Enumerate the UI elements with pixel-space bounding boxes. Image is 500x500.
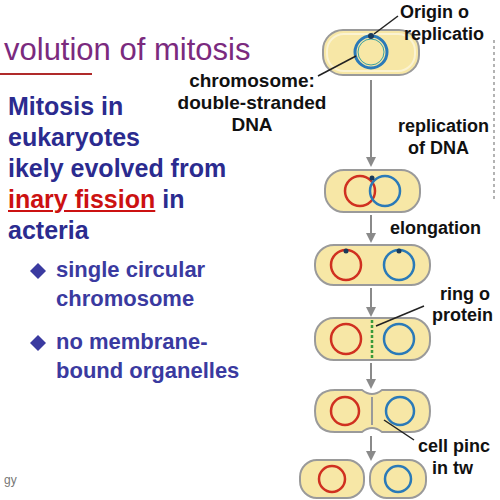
sub-bullet-text: chromosome — [56, 286, 194, 311]
footer-text: gy — [4, 474, 17, 488]
leader-line — [376, 306, 424, 326]
bullet-text: in — [162, 185, 184, 214]
bullet-diamond — [30, 263, 46, 279]
leader-line — [318, 56, 356, 76]
cell — [325, 170, 420, 212]
part-label: replicatio — [404, 24, 484, 45]
step-label: of DNA — [408, 138, 469, 159]
dotted-bracket — [493, 40, 495, 200]
step-arrow — [370, 363, 372, 384]
step-arrow — [370, 215, 372, 238]
part-label: chromosome: — [189, 70, 315, 92]
sub-bullet-text: bound organelles — [56, 358, 239, 383]
bullet-diamond — [30, 335, 46, 351]
step-label: in tw — [432, 458, 473, 479]
cell — [315, 245, 430, 285]
cell — [300, 460, 426, 498]
bullet-text: acteria — [8, 216, 89, 245]
bullet-text: Mitosis in — [8, 92, 123, 121]
step-arrow — [370, 288, 372, 312]
part-label: DNA — [231, 114, 272, 136]
part-label: ring o — [440, 284, 490, 305]
slide-title: volution of mitosis — [4, 32, 250, 68]
bullet-text: ikely evolved from — [8, 154, 226, 183]
cell — [315, 318, 430, 360]
step-arrow — [370, 80, 372, 162]
part-label: Origin o — [400, 2, 469, 23]
step-arrow — [370, 436, 372, 456]
key-term: inary fission — [8, 185, 155, 214]
step-label: replication — [398, 116, 489, 137]
sub-bullet-text: single circular — [56, 257, 205, 282]
leader-line — [384, 420, 414, 440]
part-label: double-stranded — [178, 92, 327, 114]
title-underline — [0, 73, 92, 75]
step-label: elongation — [390, 218, 481, 239]
step-label: cell pinc — [418, 436, 490, 457]
part-label: protein — [432, 305, 493, 326]
bullet-text: eukaryotes — [8, 123, 140, 152]
leader-line — [374, 16, 398, 34]
cell — [315, 390, 430, 432]
sub-bullet-text: no membrane- — [56, 329, 208, 354]
